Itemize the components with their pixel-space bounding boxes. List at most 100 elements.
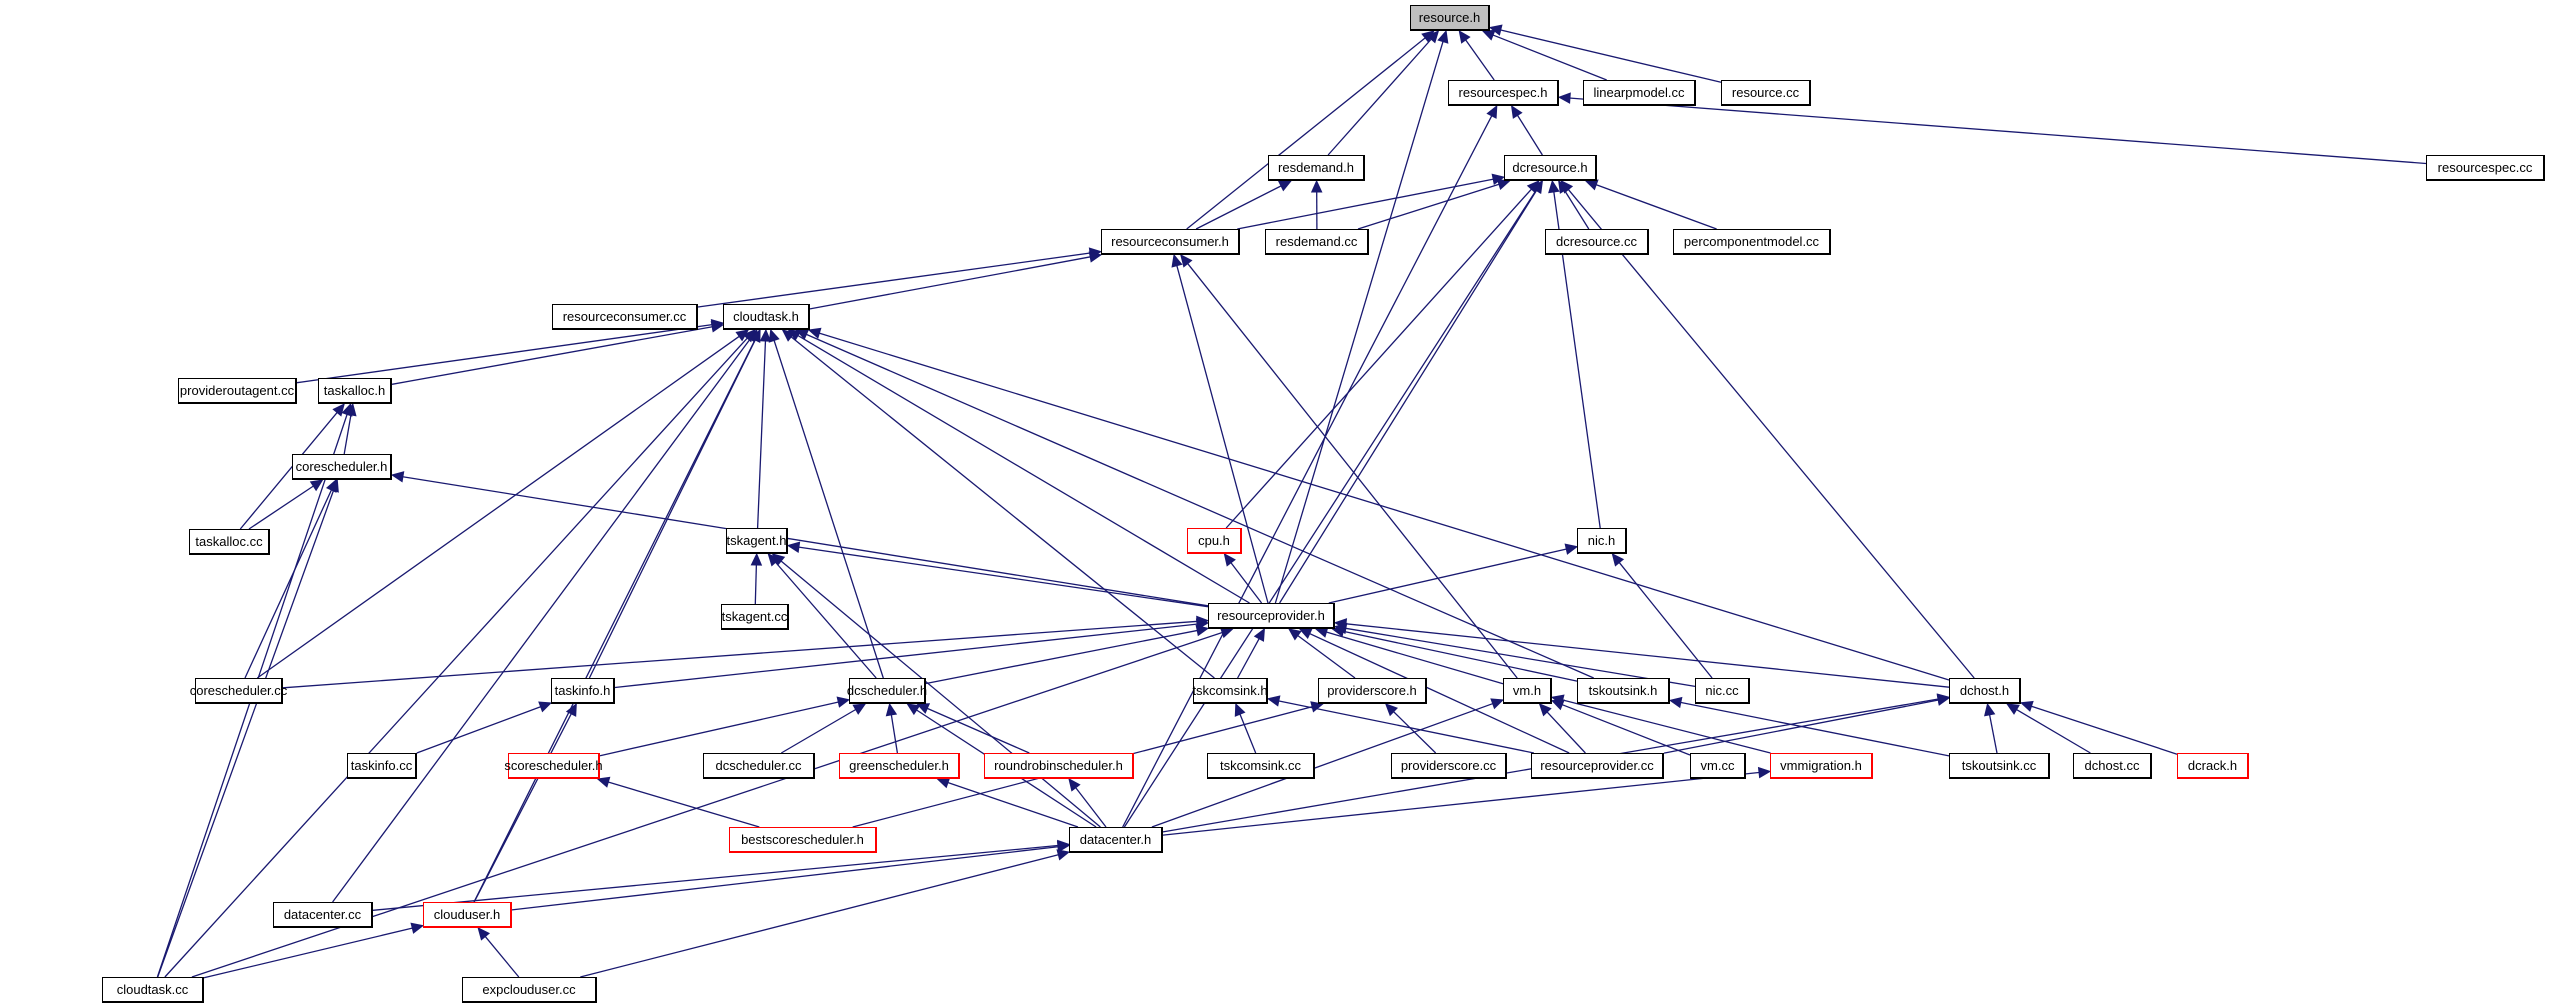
edge-corescheduler-cc-to-cloudtask-h	[256, 335, 741, 679]
graph-node-resdemand-h[interactable]: resdemand.h	[1268, 155, 1365, 181]
graph-node-roundrobinscheduler-h[interactable]: roundrobinscheduler.h	[984, 753, 1134, 779]
graph-node-greenscheduler-h[interactable]: greenscheduler.h	[839, 753, 960, 779]
graph-node-taskalloc-h[interactable]: taskalloc.h	[318, 378, 392, 404]
graph-node-resource-cc[interactable]: resource.cc	[1721, 80, 1811, 106]
arrowhead-icon	[836, 696, 851, 708]
arrowhead-icon	[1564, 543, 1579, 555]
edge-tskagent-cc-to-tskagent-h	[754, 563, 758, 605]
graph-node-resdemand-cc[interactable]: resdemand.cc	[1265, 229, 1369, 255]
graph-node-percomponentmodel-cc[interactable]: percomponentmodel.cc	[1673, 229, 1831, 255]
edge-tskcomsink-h-to-resourceprovider-h	[1237, 637, 1261, 679]
graph-node-resourcespec-cc[interactable]: resourcespec.cc	[2426, 155, 2545, 181]
arrowhead-icon	[885, 702, 898, 717]
graph-node-resource-h[interactable]: resource.h	[1410, 5, 1490, 31]
arrowhead-icon	[477, 927, 491, 941]
graph-node-taskinfo-cc[interactable]: taskinfo.cc	[347, 753, 417, 779]
arrowhead-icon	[1437, 29, 1449, 44]
graph-node-clouduser-h[interactable]: clouduser.h	[423, 902, 512, 928]
arrowhead-icon	[1196, 615, 1210, 628]
arrowhead-icon	[1310, 701, 1324, 713]
graph-node-scorescheduler-h[interactable]: scorescheduler.h	[504, 753, 603, 779]
graph-node-dcresource-cc[interactable]: dcresource.cc	[1545, 229, 1649, 255]
arrowhead-icon	[1088, 251, 1103, 263]
graph-node-taskinfo-h[interactable]: taskinfo.h	[551, 678, 615, 704]
edge-dcscheduler-cc-to-dcscheduler-h	[780, 708, 857, 754]
edge-resourceprovider-h-to-corescheduler-h	[401, 475, 1209, 607]
edge-resourceprovider-cc-to-resourceprovider-h	[1308, 632, 1570, 754]
edge-corescheduler-h-to-taskalloc-h	[343, 413, 352, 455]
arrowhead-icon	[1557, 92, 1571, 104]
graph-node-cloudtask-cc[interactable]: cloudtask.cc	[102, 977, 204, 1003]
edge-cloudtask-cc-to-cloudtask-h	[164, 336, 749, 978]
graph-node-expclouduser-cc[interactable]: expclouduser.cc	[462, 977, 597, 1003]
edge-resdemand-cc-to-dcresource-h	[1357, 183, 1501, 230]
graph-node-tskoutsink-cc[interactable]: tskoutsink.cc	[1949, 753, 2050, 779]
graph-node-tskcomsink-cc[interactable]: tskcomsink.cc	[1207, 753, 1315, 779]
arrowhead-icon	[2006, 703, 2020, 715]
edge-resourcespec-cc-to-resourcespec-h	[1568, 97, 2427, 165]
graph-node-nic-cc[interactable]: nic.cc	[1695, 678, 1750, 704]
edge-resourceprovider-cc-to-vm-h	[1546, 710, 1586, 754]
edge-resourceprovider-cc-to-dchost-h	[1663, 699, 1940, 754]
edge-percomponentmodel-cc-to-dcresource-h	[1595, 183, 1717, 230]
graph-node-tskagent-cc[interactable]: tskagent.cc	[721, 604, 789, 630]
arrowhead-icon	[1530, 179, 1543, 194]
arrowhead-icon	[410, 922, 425, 934]
graph-node-dchost-h[interactable]: dchost.h	[1949, 678, 2021, 704]
edge-provideroutagent-cc-to-cloudtask-h	[296, 323, 714, 384]
graph-node-corescheduler-cc[interactable]: corescheduler.cc	[190, 678, 287, 704]
edge-providerscore-h-to-resourceprovider-h	[1296, 634, 1356, 679]
graph-node-dcscheduler-cc[interactable]: dcscheduler.cc	[703, 753, 815, 779]
graph-node-datacenter-cc[interactable]: datacenter.cc	[273, 902, 373, 928]
graph-node-resourcespec-h[interactable]: resourcespec.h	[1448, 80, 1559, 106]
graph-node-resourceprovider-cc[interactable]: resourceprovider.cc	[1531, 753, 1664, 779]
arrowhead-icon	[1936, 693, 1951, 705]
graph-node-providerscore-cc[interactable]: providerscore.cc	[1391, 753, 1507, 779]
graph-node-cloudtask-h[interactable]: cloudtask.h	[723, 304, 810, 330]
arrowhead-icon	[1253, 627, 1265, 642]
edge-cloudtask-cc-to-corescheduler-h	[157, 489, 335, 978]
edge-dchost-h-to-resourceprovider-h	[1344, 623, 1950, 688]
graph-node-vmmigration-h[interactable]: vmmigration.h	[1770, 753, 1873, 779]
graph-node-bestscorescheduler-h[interactable]: bestscorescheduler.h	[729, 827, 877, 853]
edge-cloudtask-cc-to-clouduser-h	[203, 927, 414, 979]
graph-node-datacenter-h[interactable]: datacenter.h	[1069, 827, 1163, 853]
graph-node-resourceprovider-h[interactable]: resourceprovider.h	[1208, 603, 1335, 629]
graph-node-dcresource-h[interactable]: dcresource.h	[1504, 155, 1597, 181]
edge-dcrack-h-to-dchost-h	[2030, 705, 2178, 755]
graph-node-dchost-cc[interactable]: dchost.cc	[2073, 753, 2152, 779]
edge-resourceprovider-h-to-dcresource-h	[1279, 189, 1538, 604]
graph-node-vm-h[interactable]: vm.h	[1503, 678, 1552, 704]
edge-datacenter-cc-to-datacenter-h	[372, 844, 1060, 911]
graph-node-corescheduler-h[interactable]: corescheduler.h	[292, 454, 392, 480]
edge-taskinfo-h-to-cloudtask-h	[588, 338, 757, 679]
graph-node-providerscore-h[interactable]: providerscore.h	[1318, 678, 1427, 704]
arrowhead-icon	[1458, 30, 1471, 44]
arrowhead-icon	[1984, 702, 1996, 717]
arrowhead-icon	[565, 702, 577, 717]
edge-vmmigration-h-to-vm-h	[1561, 699, 1771, 754]
graph-node-cpu-h[interactable]: cpu.h	[1187, 528, 1242, 554]
graph-node-linearpmodel-cc[interactable]: linearpmodel.cc	[1583, 80, 1696, 106]
graph-node-resourceconsumer-cc[interactable]: resourceconsumer.cc	[552, 304, 698, 330]
graph-node-vm-cc[interactable]: vm.cc	[1690, 753, 1746, 779]
graph-node-dcrack-h[interactable]: dcrack.h	[2177, 753, 2249, 779]
arrowhead-icon	[538, 701, 553, 713]
arrowhead-icon	[1421, 30, 1435, 43]
graph-node-tskcomsink-h[interactable]: tskcomsink.h	[1192, 678, 1268, 704]
graph-node-nic-h[interactable]: nic.h	[1577, 528, 1627, 554]
graph-node-provideroutagent-cc[interactable]: provideroutagent.cc	[178, 378, 297, 404]
edge-dchost-h-to-cloudtask-h	[818, 332, 1950, 681]
graph-node-tskoutsink-h[interactable]: tskoutsink.h	[1577, 678, 1670, 704]
edge-scorescheduler-h-to-dcscheduler-h	[599, 701, 840, 757]
graph-node-taskalloc-cc[interactable]: taskalloc.cc	[189, 529, 270, 555]
edge-taskinfo-cc-to-taskinfo-h	[416, 705, 542, 754]
edge-cloudtask-h-to-resourceconsumer-h	[809, 256, 1092, 310]
edge-resourceconsumer-h-to-resdemand-h	[1195, 184, 1283, 230]
edge-tskcomsink-h-to-cloudtask-h	[789, 335, 1215, 679]
arrowhead-icon	[1223, 553, 1236, 567]
graph-node-tskagent-h[interactable]: tskagent.h	[726, 528, 788, 554]
graph-node-dcscheduler-h[interactable]: dcscheduler.h	[847, 678, 927, 704]
graph-node-resourceconsumer-h[interactable]: resourceconsumer.h	[1101, 229, 1240, 255]
arrowhead-icon	[807, 327, 822, 339]
